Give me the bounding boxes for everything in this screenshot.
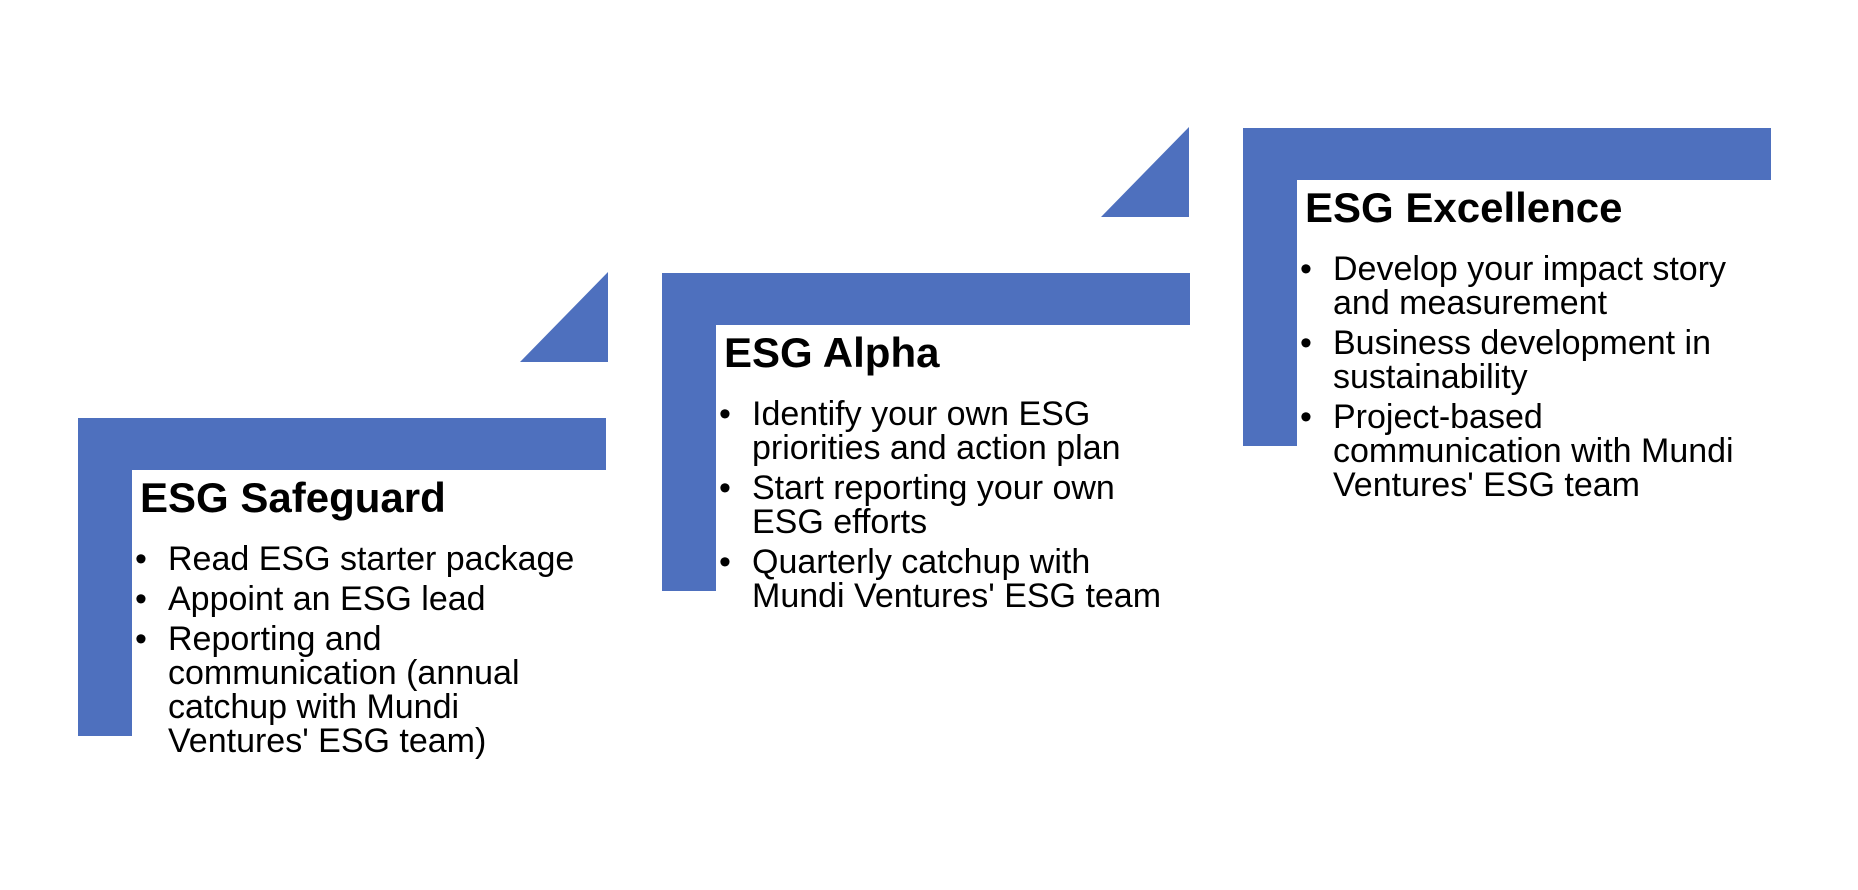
step-up-arrow-2 — [1101, 127, 1189, 217]
bullet-marker: • — [719, 543, 731, 581]
step-1-bullet-list: • Read ESG starter package • Appoint an … — [132, 542, 588, 758]
step-3-title: ESG Excellence — [1305, 184, 1623, 231]
step-2-horizontal-bar — [662, 273, 1190, 325]
bullet-marker: • — [1300, 324, 1312, 362]
step-2-bullet-list: • Identify your own ESG priorities and a… — [716, 397, 1172, 613]
step-1-content: ESG Safeguard • Read ESG starter package… — [132, 476, 602, 764]
bullet-item: • Develop your impact story and measurem… — [1297, 252, 1753, 320]
step-2-vertical-bar — [662, 273, 716, 591]
step-1-horizontal-bar — [78, 418, 606, 470]
bullet-text: Start reporting your own ESG efforts — [752, 469, 1115, 541]
step-2-content: ESG Alpha • Identify your own ESG priori… — [716, 331, 1186, 619]
bullet-text: Develop your impact story and measuremen… — [1333, 250, 1727, 322]
bullet-item: • Read ESG starter package — [132, 542, 588, 576]
bullet-text: Appoint an ESG lead — [168, 580, 486, 618]
step-3-horizontal-bar — [1243, 128, 1771, 180]
bullet-item: • Appoint an ESG lead — [132, 582, 588, 616]
bullet-marker: • — [1300, 398, 1312, 436]
step-3-content: ESG Excellence • Develop your impact sto… — [1297, 186, 1767, 508]
bullet-item: • Business development in sustainability — [1297, 326, 1753, 394]
bullet-marker: • — [719, 469, 731, 507]
step-1-title: ESG Safeguard — [140, 474, 446, 521]
bullet-text: Reporting and communication (annual catc… — [168, 620, 520, 760]
step-1-vertical-bar — [78, 418, 132, 736]
bullet-marker: • — [135, 620, 147, 658]
step-3-vertical-bar — [1243, 128, 1297, 446]
bullet-marker: • — [1300, 250, 1312, 288]
step-2-title: ESG Alpha — [724, 329, 940, 376]
step-up-arrow-1 — [520, 272, 608, 362]
bullet-marker: • — [135, 580, 147, 618]
bullet-text: Read ESG starter package — [168, 540, 575, 578]
bullet-text: Project-based communication with Mundi V… — [1333, 398, 1734, 504]
bullet-item: • Reporting and communication (annual ca… — [132, 622, 588, 758]
bullet-text: Identify your own ESG priorities and act… — [752, 395, 1121, 467]
bullet-text: Business development in sustainability — [1333, 324, 1712, 396]
bullet-item: • Project-based communication with Mundi… — [1297, 400, 1753, 502]
bullet-item: • Start reporting your own ESG efforts — [716, 471, 1172, 539]
bullet-item: • Quarterly catchup with Mundi Ventures'… — [716, 545, 1172, 613]
bullet-item: • Identify your own ESG priorities and a… — [716, 397, 1172, 465]
bullet-marker: • — [719, 395, 731, 433]
step-3-bullet-list: • Develop your impact story and measurem… — [1297, 252, 1753, 502]
bullet-marker: • — [135, 540, 147, 578]
bullet-text: Quarterly catchup with Mundi Ventures' E… — [752, 543, 1162, 615]
